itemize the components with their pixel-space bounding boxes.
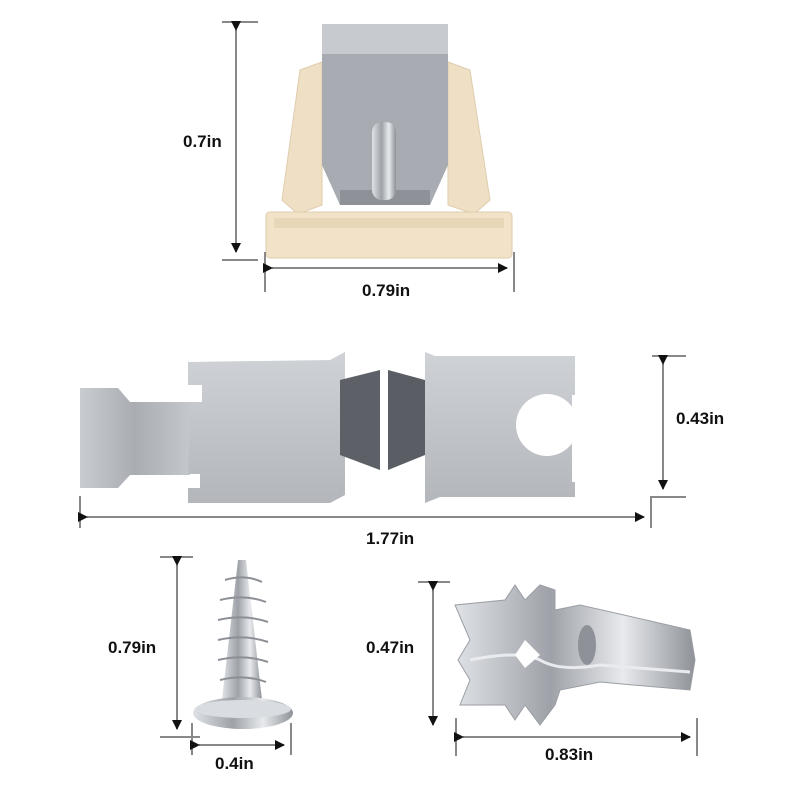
strike-clip-part	[80, 352, 578, 503]
spring-clip-width-label: 0.83in	[545, 745, 594, 764]
strike-height-label: 0.43in	[676, 409, 725, 428]
spring-clip-height-label: 0.47in	[366, 638, 415, 657]
latch-part	[265, 24, 513, 259]
latch-width-label: 0.79in	[362, 281, 411, 300]
screw-part	[193, 560, 293, 729]
strike-width-label: 1.77in	[366, 529, 415, 548]
screw-width-label: 0.4in	[215, 754, 254, 773]
screw-height-label: 0.79in	[108, 638, 157, 657]
spring-clip-part	[454, 584, 696, 726]
latch-height-label: 0.7in	[183, 132, 222, 151]
